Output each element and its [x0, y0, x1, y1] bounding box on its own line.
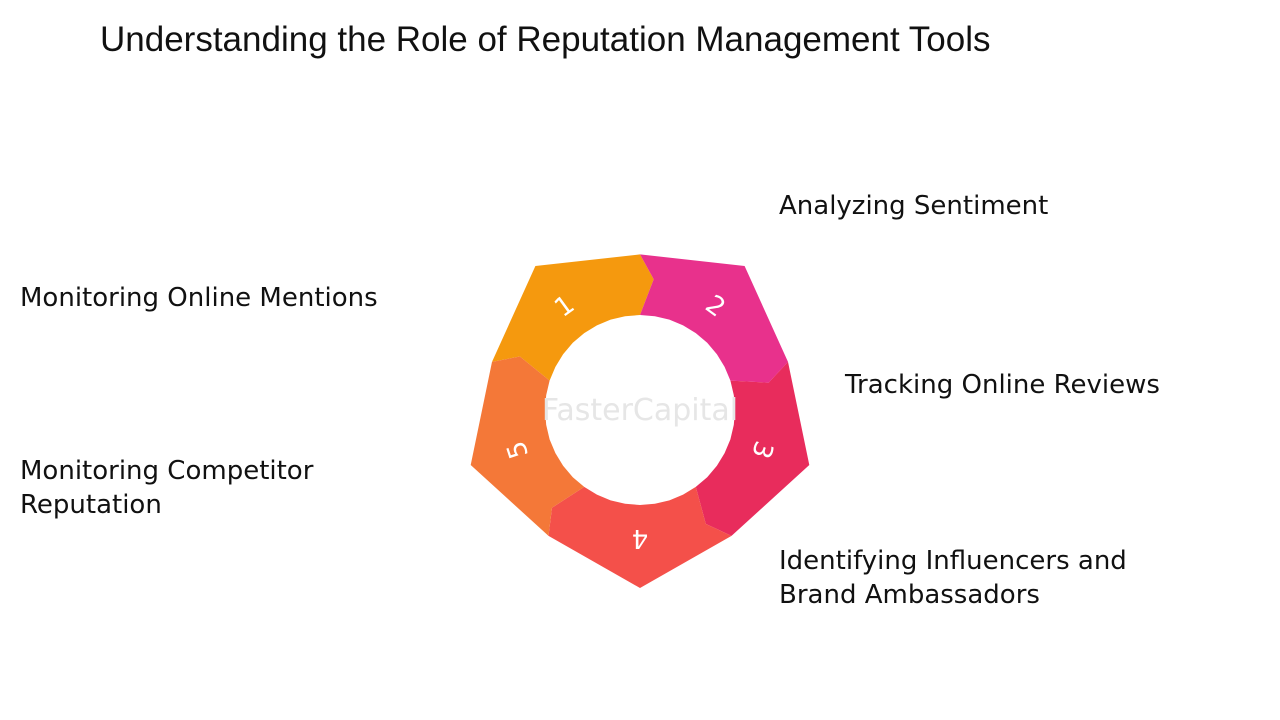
cycle-segment-2: [640, 254, 788, 383]
segment-number-4: 4: [632, 523, 649, 553]
step-label-line: Brand Ambassadors: [779, 580, 1040, 610]
watermark-text: FasterCapital: [542, 393, 738, 428]
step-label-3: Tracking Online Reviews: [845, 368, 1265, 402]
step-label-line: Reputation: [20, 490, 162, 520]
step-label-line: Analyzing Sentiment: [779, 191, 1049, 221]
step-label-5: Monitoring Competitor Reputation: [20, 454, 420, 522]
step-label-1: Monitoring Online Mentions: [20, 281, 440, 315]
cycle-segments: [470, 254, 810, 588]
step-label-line: Tracking Online Reviews: [845, 370, 1160, 400]
page-title: Understanding the Role of Reputation Man…: [100, 20, 991, 59]
step-label-line: Identifying Influencers and: [779, 546, 1127, 576]
step-label-line: Monitoring Online Mentions: [20, 283, 378, 313]
step-label-4: Identifying Influencers and Brand Ambass…: [779, 544, 1199, 612]
cycle-segment-4: [548, 486, 732, 588]
step-label-2: Analyzing Sentiment: [779, 189, 1199, 223]
cycle-segment-1: [492, 254, 654, 381]
step-label-line: Monitoring Competitor: [20, 456, 314, 486]
cycle-segment-5: [470, 356, 585, 536]
cycle-segment-3: [695, 361, 810, 536]
